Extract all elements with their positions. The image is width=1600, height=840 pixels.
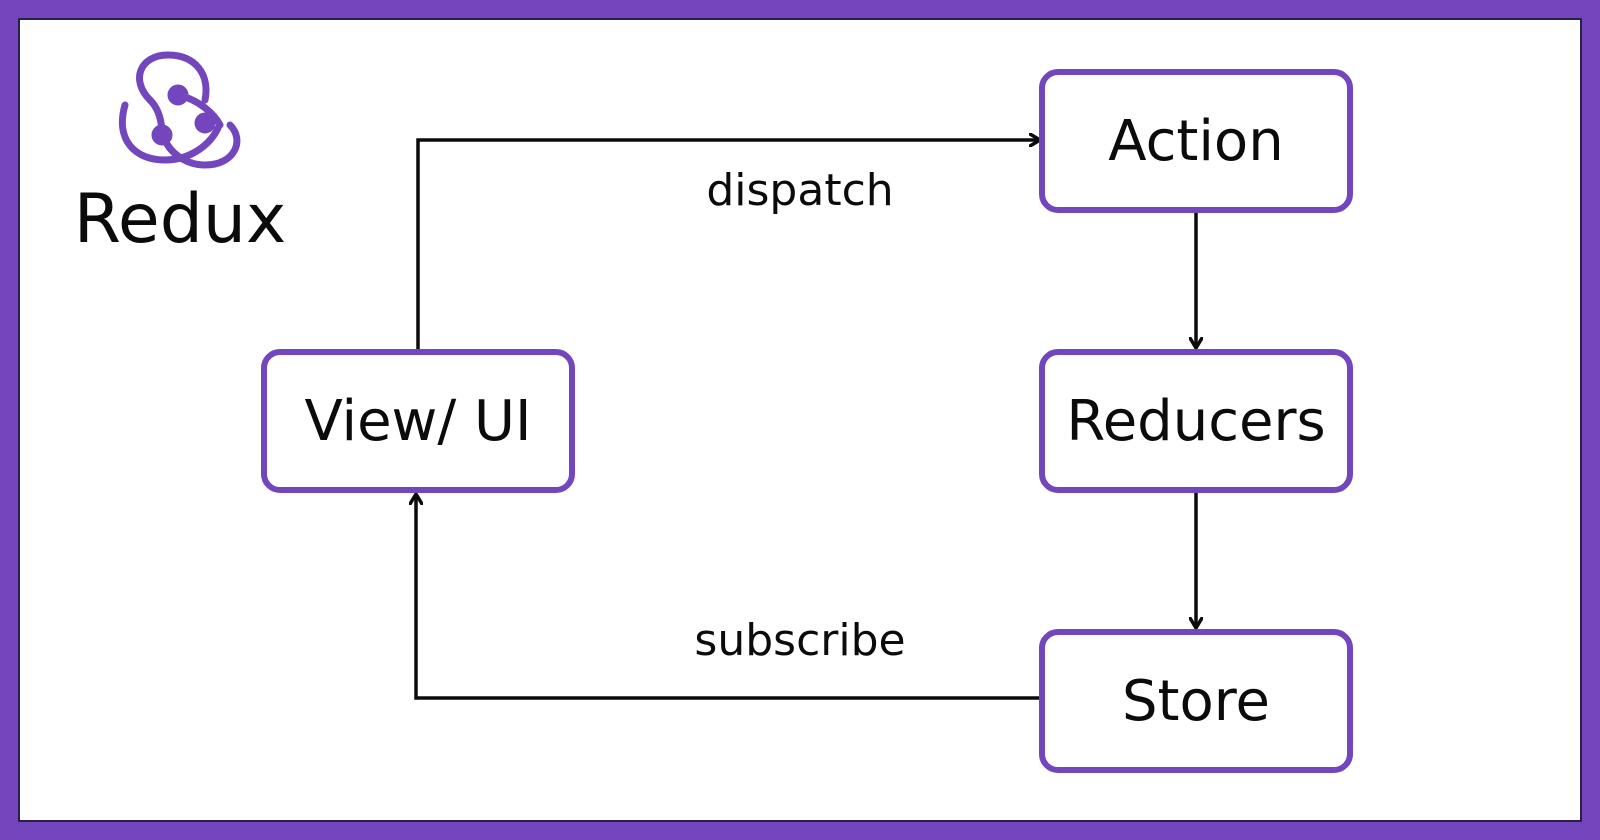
node-view: View/ UI [261,349,575,493]
subscribe-label: subscribe [694,615,905,666]
node-store-label: Store [1122,669,1270,734]
logo-title: Redux [74,180,287,259]
dispatch-arrow [416,140,1040,350]
dispatch-label: dispatch [706,165,893,216]
node-reducers: Reducers [1039,349,1353,493]
node-action-label: Action [1108,109,1283,174]
redux-logo-icon [118,51,241,169]
node-view-label: View/ UI [304,389,531,454]
node-action: Action [1039,69,1353,213]
node-reducers-label: Reducers [1066,389,1325,454]
node-store: Store [1039,629,1353,773]
subscribe-arrow [416,494,1040,700]
